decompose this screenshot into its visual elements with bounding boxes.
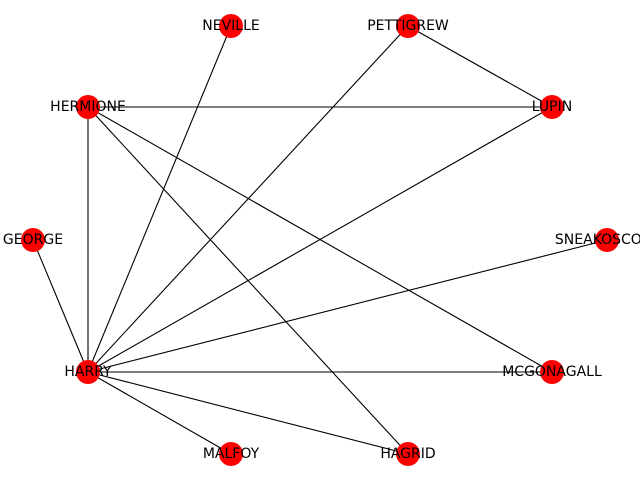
node-label-lupin: LUPIN: [532, 99, 572, 115]
node-label-george: GEORGE: [3, 232, 63, 248]
node-label-pettigrew: PETTIGREW: [367, 18, 449, 34]
node-malfoy: [219, 442, 243, 466]
node-label-malfoy: MALFOY: [203, 446, 260, 462]
edge-hermione-hagrid: [87, 106, 409, 455]
edge-hermione-mcgonagall: [87, 106, 553, 373]
node-hagrid: [396, 442, 420, 466]
node-hermione: [76, 95, 100, 119]
node-george: [21, 228, 45, 252]
node-label-mcgonagall: MCGONAGALL: [502, 364, 602, 380]
edge-harry-sneakoscope: [87, 239, 608, 373]
node-neville: [219, 14, 243, 38]
edges-layer: [32, 25, 608, 455]
node-harry: [76, 360, 100, 384]
node-lupin: [540, 95, 564, 119]
node-mcgonagall: [540, 360, 564, 384]
node-sneakoscope: [595, 228, 619, 252]
edge-pettigrew-lupin: [407, 25, 553, 108]
edge-harry-malfoy: [87, 371, 232, 455]
node-label-hermione: HERMIONE: [50, 99, 126, 115]
node-label-neville: NEVILLE: [202, 18, 259, 34]
node-label-harry: HARRY: [64, 364, 112, 380]
node-label-hagrid: HAGRID: [380, 446, 435, 462]
edge-harry-hagrid: [87, 371, 409, 455]
edge-harry-george: [32, 239, 89, 373]
nodes-layer: [21, 14, 619, 466]
labels-layer: HARRY NEVILLE PETTIGREW HERMIONE LUPIN GEORGE…: [3, 18, 640, 462]
node-label-sneakoscope: SNEAKOSCOPE: [555, 232, 640, 248]
node-pettigrew: [396, 14, 420, 38]
edge-harry-neville: [87, 25, 232, 373]
